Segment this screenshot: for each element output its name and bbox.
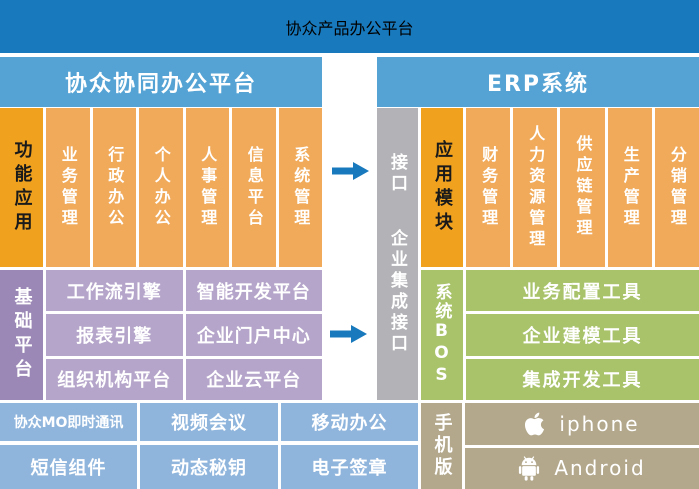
function-apps-columns: 业务管理 行政办公 个人办公 人事管理 信息平台 系统管理 bbox=[46, 108, 322, 267]
mobile-version-label: 手机版 bbox=[421, 403, 462, 489]
base-platform-cell: 企业门户中心 bbox=[185, 314, 322, 356]
erp-module-item: 人力资源管理 bbox=[513, 108, 558, 267]
mobile-platform-label: iphone bbox=[559, 411, 640, 436]
erp-module-item: 生产管理 bbox=[607, 108, 652, 267]
base-platform-cell: 智能开发平台 bbox=[185, 270, 322, 312]
erp-module-item: 财务管理 bbox=[466, 108, 511, 267]
page-title: 协众产品办公平台 bbox=[285, 18, 414, 38]
comm-cell: 动态秘钥 bbox=[140, 445, 278, 489]
func-app-item: 人事管理 bbox=[185, 108, 229, 267]
erp-modules-columns: 财务管理 人力资源管理 供应链管理 生产管理 分销管理 bbox=[466, 108, 699, 267]
communication-grid: 协众MO即时通讯 视频会议 移动办公 短信组件 动态秘钥 电子签章 bbox=[0, 403, 418, 489]
apple-icon bbox=[524, 411, 545, 437]
erp-module-item: 供应链管理 bbox=[560, 108, 605, 267]
header-collab-platform-label: 协众协同办公平台 bbox=[64, 72, 257, 97]
android-icon bbox=[518, 455, 540, 481]
mobile-platform-android: Android bbox=[465, 447, 699, 489]
mobile-platform-rows: iphone bbox=[465, 403, 699, 489]
func-app-item: 行政办公 bbox=[92, 108, 136, 267]
base-platform-cell: 组织机构平台 bbox=[46, 358, 183, 400]
base-platform-label: 基础平台 bbox=[0, 270, 43, 400]
erp-modules-label: 应用模块 bbox=[421, 108, 463, 267]
header-erp-system-label: ERP系统 bbox=[486, 72, 590, 97]
header-collab-platform: 协众协同办公平台 bbox=[0, 57, 322, 107]
func-app-item: 信息平台 bbox=[232, 108, 276, 267]
func-app-item: 个人办公 bbox=[139, 108, 183, 267]
comm-cell: 短信组件 bbox=[0, 445, 137, 489]
function-apps-label: 功能应用 bbox=[0, 108, 43, 267]
header-erp-system: ERP系统 bbox=[377, 57, 699, 107]
comm-cell: 电子签章 bbox=[281, 445, 418, 489]
base-platform-grid: 工作流引擎 智能开发平台 报表引擎 企业门户中心 组织机构平台 企业云平台 bbox=[46, 270, 322, 400]
base-platform-cell: 报表引擎 bbox=[46, 314, 183, 356]
bos-tool-row: 集成开发工具 bbox=[466, 358, 699, 400]
comm-cell: 协众MO即时通讯 bbox=[0, 403, 137, 441]
mobile-platform-label: Android bbox=[554, 456, 646, 481]
base-platform-cell: 工作流引擎 bbox=[46, 270, 183, 312]
arrow-right-icon bbox=[332, 161, 370, 181]
comm-cell: 视频会议 bbox=[140, 403, 278, 441]
system-bos-rows: 业务配置工具 企业建模工具 集成开发工具 bbox=[466, 270, 699, 400]
bos-tool-row: 企业建模工具 bbox=[466, 314, 699, 356]
func-app-item: 系统管理 bbox=[278, 108, 322, 267]
arrow-right-icon bbox=[330, 324, 368, 344]
system-bos-label: 系统BOS bbox=[421, 270, 463, 400]
comm-cell: 移动办公 bbox=[281, 403, 418, 441]
bos-tool-row: 业务配置工具 bbox=[466, 270, 699, 312]
erp-module-item: 分销管理 bbox=[654, 108, 699, 267]
base-platform-cell: 企业云平台 bbox=[185, 358, 322, 400]
top-banner: 协众产品办公平台 bbox=[0, 0, 699, 53]
mobile-platform-iphone: iphone bbox=[465, 403, 699, 445]
mobile-section: 手机版 iphone bbox=[421, 403, 699, 489]
func-app-item: 业务管理 bbox=[46, 108, 90, 267]
integration-interface-column: 接口 企业集成接口 bbox=[377, 108, 418, 400]
